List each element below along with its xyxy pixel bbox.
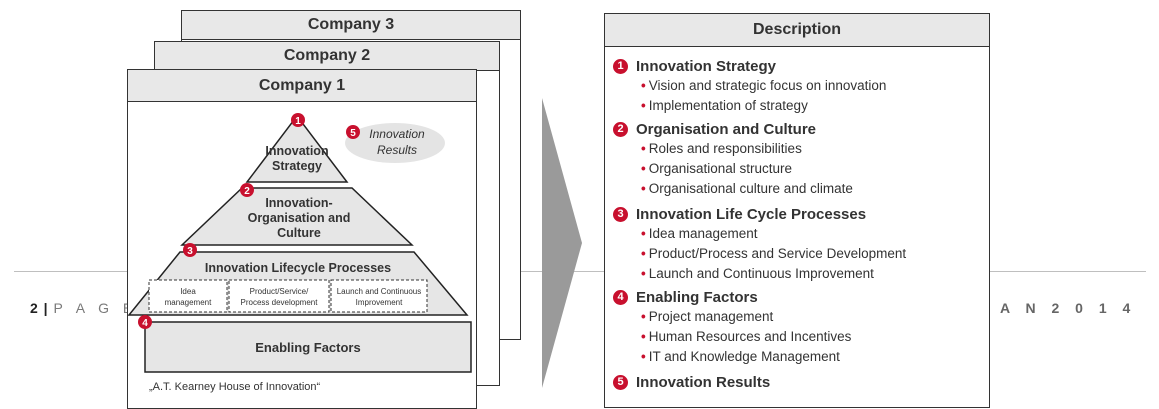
foundation-block <box>144 321 472 373</box>
list-item: IT and Knowledge Management <box>641 347 851 367</box>
level-2-shape <box>180 187 414 246</box>
right-arrow-icon <box>542 98 582 388</box>
svg-text:5: 5 <box>350 128 356 139</box>
section-title: Enabling Factors <box>636 288 758 306</box>
results-marker: 5 <box>346 125 360 139</box>
page-number: 2 <box>30 300 39 316</box>
section-title: Innovation Strategy <box>636 57 777 75</box>
sub-process-idea <box>148 279 228 313</box>
svg-text:2: 2 <box>244 186 250 197</box>
svg-text:1: 1 <box>295 116 301 127</box>
section-title: Organisation and Culture <box>636 120 817 138</box>
section-number: 5 <box>613 374 628 390</box>
section-number: 3 <box>613 206 628 222</box>
svg-text:3: 3 <box>187 246 193 257</box>
list-item: Idea management <box>641 224 906 244</box>
company-1-title: Company 1 <box>128 70 476 102</box>
list-item: Product/Process and Service Development <box>641 244 906 264</box>
list-item: Human Resources and Incentives <box>641 327 852 347</box>
level-1-marker: 1 <box>291 113 305 127</box>
list-item: Organisational structure <box>641 159 853 179</box>
svg-text:Product/Service/Process develo: Product/Service/Process development <box>241 287 319 307</box>
foundation-label: Enabling Factors <box>255 340 360 355</box>
level-3-marker: 3 <box>183 243 197 257</box>
sub-process-development <box>228 279 330 313</box>
sub-process-launch <box>330 279 428 313</box>
level-2-marker: 2 <box>240 183 254 197</box>
section-number: 1 <box>613 58 628 74</box>
section-lifecycle-processes: 3 Innovation Life Cycle Processes Idea ma… <box>613 204 906 284</box>
foundation-marker: 4 <box>138 315 152 329</box>
level-3-label: Innovation Lifecycle Processes <box>205 261 391 275</box>
section-innovation-strategy: 1 Innovation Strategy Vision and strategi… <box>613 56 886 116</box>
footer-page-label: 2 | P A G E <box>30 300 138 316</box>
section-organisation-culture: 2 Organisation and Culture Roles and resp… <box>613 119 853 199</box>
list-item: Launch and Continuous Improvement <box>641 264 906 284</box>
section-number: 4 <box>613 289 628 305</box>
list-item: Vision and strategic focus on innovation <box>641 76 887 96</box>
section-enabling-factors: 4 Enabling Factors Project management Hum… <box>613 287 851 367</box>
section-title: Innovation Results <box>636 373 771 391</box>
list-item: Roles and responsibilities <box>641 139 853 159</box>
section-title: Innovation Life Cycle Processes <box>636 205 867 223</box>
list-item: Implementation of strategy <box>641 96 886 116</box>
level-1-shape <box>245 114 349 183</box>
list-item: Project management <box>641 307 851 327</box>
horizontal-rule <box>14 271 1146 272</box>
description-title: Description <box>605 14 989 47</box>
description-panel: Description 1 Innovation Strategy Vision … <box>604 13 990 408</box>
section-number: 2 <box>613 121 628 137</box>
footer-date: A N 2 0 1 4 <box>1000 300 1137 316</box>
page-label: P A G E <box>53 300 138 316</box>
results-ellipse <box>345 123 445 163</box>
company-3-title: Company 3 <box>182 11 520 40</box>
diagram-caption: „A.T. Kearney House of Innovation“ <box>149 381 321 393</box>
company-2-title: Company 2 <box>155 42 499 71</box>
list-item: Organisational culture and climate <box>641 179 853 199</box>
section-innovation-results: 5 Innovation Results <box>613 372 770 392</box>
svg-text:4: 4 <box>142 318 148 329</box>
